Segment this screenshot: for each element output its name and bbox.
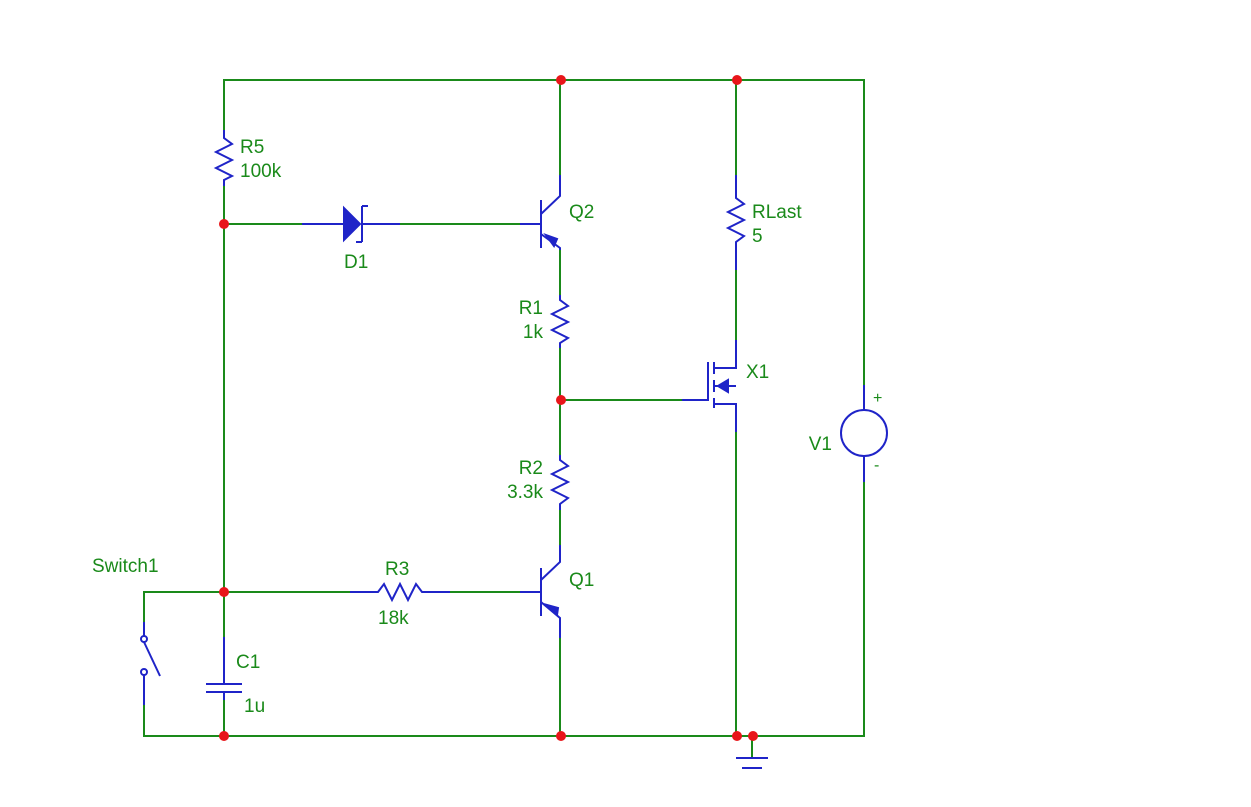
resistor-r2 [549, 455, 571, 510]
label-r2-value: 3.3k [507, 482, 543, 503]
label-x1-name: X1 [746, 362, 769, 383]
resistor-r5 [213, 130, 235, 186]
label-r1-name: R1 [519, 298, 543, 319]
label-rlast-name: RLast [752, 202, 802, 223]
switch-switch1 [140, 622, 161, 705]
node-bottom-ground [748, 731, 758, 741]
label-r3-value: 18k [378, 608, 409, 629]
node-switch-c1 [219, 587, 229, 597]
node-r5-d1 [219, 219, 229, 229]
ground-symbol [736, 757, 768, 769]
node-top-rlast [732, 75, 742, 85]
resistor-r3 [350, 581, 450, 603]
label-r5-value: 100k [240, 161, 282, 182]
transistor-q1 [520, 545, 561, 638]
label-d1-name: D1 [344, 252, 368, 273]
label-c1-value: 1u [244, 696, 265, 717]
label-v1-name: V1 [809, 434, 832, 455]
label-v1-plus: + [873, 390, 882, 407]
junction-nodes [219, 75, 758, 741]
capacitor-c1 [206, 637, 242, 700]
label-c1-name: C1 [236, 652, 260, 673]
wires [143, 79, 865, 757]
mosfet-x1 [682, 340, 737, 432]
transistor-q2 [520, 175, 561, 250]
labels: R5 100k D1 Q2 R1 1k RLast 5 X1 V1 + - R2… [92, 137, 882, 717]
label-q1-name: Q1 [569, 570, 594, 591]
label-r5-name: R5 [240, 137, 264, 158]
node-bottom-x1 [732, 731, 742, 741]
node-gate [556, 395, 566, 405]
label-r2-name: R2 [519, 458, 543, 479]
resistor-rlast [725, 175, 747, 270]
node-bottom-q1 [556, 731, 566, 741]
node-bottom-c1 [219, 731, 229, 741]
voltage-source-v1 [840, 385, 888, 482]
label-q2-name: Q2 [569, 202, 594, 223]
label-v1-minus: - [874, 457, 879, 474]
node-top-q2 [556, 75, 566, 85]
label-r3-name: R3 [385, 559, 409, 580]
label-r1-value: 1k [523, 322, 544, 343]
diode-d1 [302, 205, 400, 243]
resistor-r1 [549, 295, 571, 348]
label-rlast-value: 5 [752, 226, 763, 247]
label-switch1-name: Switch1 [92, 556, 159, 577]
